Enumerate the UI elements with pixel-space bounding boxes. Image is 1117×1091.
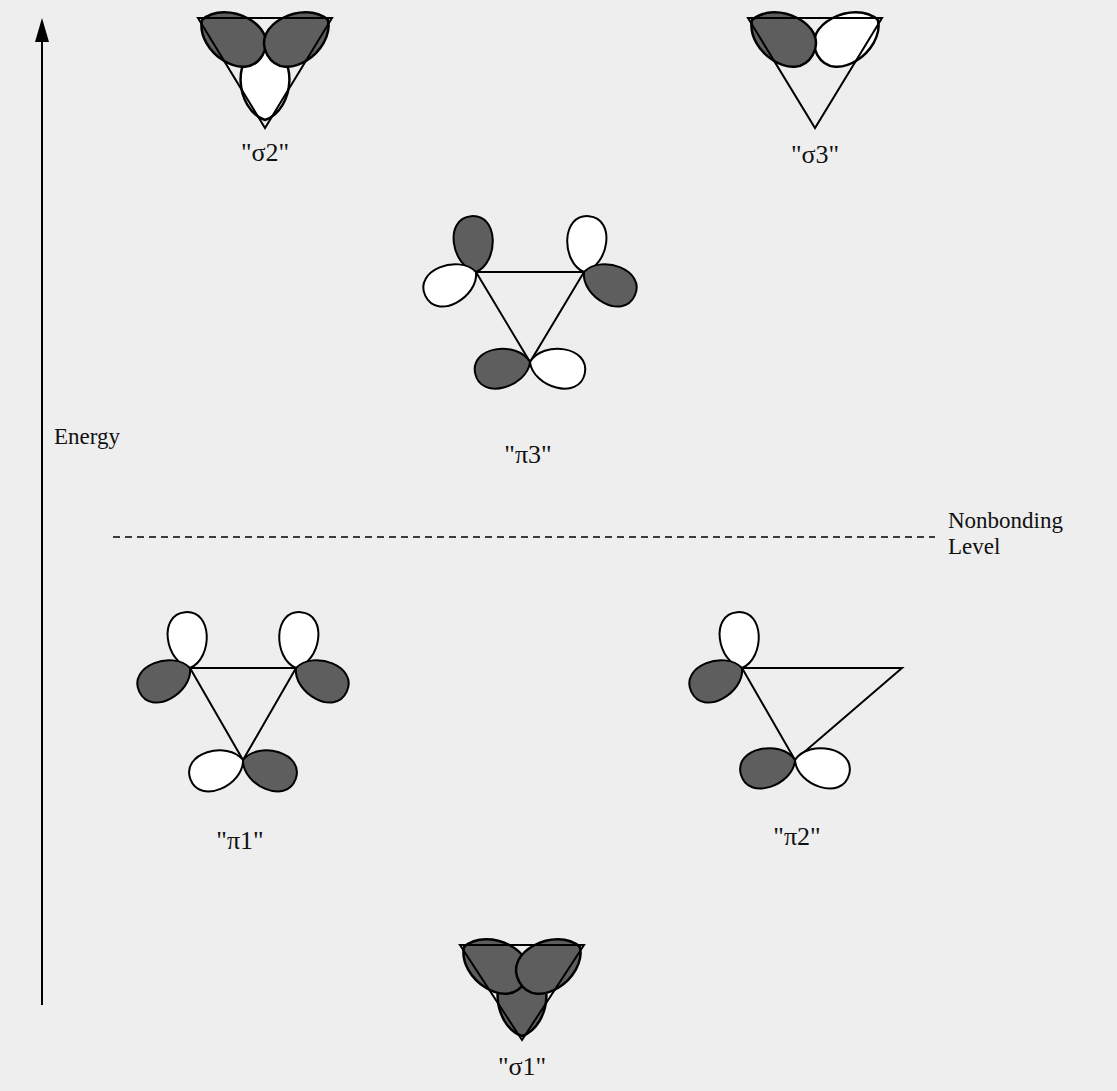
axis-label: Energy <box>54 424 120 450</box>
orbital-label: "σ1" <box>498 1052 546 1082</box>
sigma3-orbital <box>740 0 890 128</box>
orbital-label: "σ3" <box>791 140 839 170</box>
sigma2-orbital <box>190 0 340 128</box>
pi1-orbital <box>131 611 355 798</box>
axis-arrowhead <box>35 18 49 42</box>
orbital-label: "π3" <box>504 440 551 470</box>
sigma1-orbital <box>452 926 592 1040</box>
energy-axis <box>41 36 43 1005</box>
pi2-orbital <box>683 611 902 794</box>
pi3-orbital <box>417 215 643 393</box>
level-label: Nonbonding Level <box>948 508 1088 561</box>
orbital-label: "π2" <box>773 822 820 852</box>
orbital-label: "π1" <box>216 826 263 856</box>
nonbonding-line <box>113 536 935 538</box>
orbital-label: "σ2" <box>241 138 289 168</box>
